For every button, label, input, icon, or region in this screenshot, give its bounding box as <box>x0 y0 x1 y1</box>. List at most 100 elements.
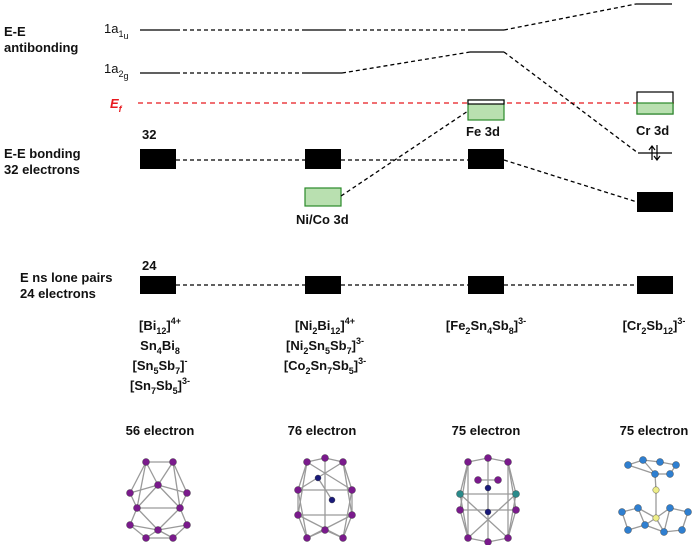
bond <box>145 461 159 486</box>
cluster-structure-cr2sb12 <box>618 456 692 536</box>
cluster-structure-ni2bi12 <box>294 454 356 542</box>
atom <box>142 458 150 466</box>
atom <box>154 526 162 534</box>
bond <box>297 514 308 539</box>
atom <box>618 508 626 516</box>
atom <box>464 534 472 542</box>
formula: [Cr2Sb12]3- <box>623 316 686 336</box>
antibonding-label-line2: antibonding <box>4 40 78 55</box>
formula: [Ni2Bi12]4+ <box>295 316 355 336</box>
bonding-count: 32 <box>142 127 156 142</box>
bond <box>172 461 181 509</box>
bond <box>663 507 671 533</box>
bond <box>459 493 469 539</box>
atom <box>169 534 177 542</box>
atom <box>339 534 347 542</box>
atom <box>494 476 502 484</box>
atom <box>504 534 512 542</box>
bond <box>342 489 353 539</box>
bond <box>317 477 333 501</box>
antibonding-label-line1: E-E <box>4 24 26 39</box>
bond <box>136 461 147 509</box>
atom <box>672 461 680 469</box>
atom <box>684 508 692 516</box>
atom <box>328 496 336 504</box>
atom <box>456 506 464 514</box>
formula-column-2: [Ni2Bi12]4+ [Ni2Sn5Sb7]3- [Co2Sn7Sb5]3- … <box>284 316 366 438</box>
bond <box>459 493 509 539</box>
atom <box>512 490 520 498</box>
cluster-structure-fe2sn4sb8 <box>456 454 520 545</box>
bond <box>342 514 353 539</box>
atom <box>154 481 162 489</box>
formula: Sn4Bi8 <box>140 338 180 356</box>
atom <box>321 526 329 534</box>
bond <box>507 493 517 539</box>
fe-3d-label: Fe 3d <box>466 124 500 139</box>
atom <box>641 521 649 529</box>
atom <box>666 504 674 512</box>
bond <box>467 493 517 539</box>
electron-count: 76 electron <box>288 423 357 438</box>
bond <box>136 484 159 509</box>
level-1a1u <box>140 3 672 31</box>
atom <box>126 489 134 497</box>
bond <box>297 461 308 516</box>
atom <box>666 470 674 478</box>
atom <box>176 504 184 512</box>
formula-column-4: [Cr2Sb12]3- 75 electron <box>620 316 689 438</box>
atom <box>294 486 302 494</box>
cr-3d-label: Cr 3d <box>636 123 669 138</box>
atom <box>484 454 492 462</box>
atom <box>639 456 647 464</box>
atom <box>634 504 642 512</box>
bond <box>342 461 353 516</box>
atom <box>464 458 472 466</box>
bond <box>136 507 159 531</box>
bond <box>297 514 344 539</box>
atom <box>484 484 492 492</box>
atom <box>484 508 492 516</box>
atom <box>624 461 632 469</box>
cluster-structure-bi12 <box>126 458 191 542</box>
atom <box>456 490 464 498</box>
bond <box>157 507 181 531</box>
bonding-level <box>140 149 673 212</box>
atom <box>303 534 311 542</box>
atom <box>504 458 512 466</box>
lonepair-count: 24 <box>142 258 157 273</box>
bond <box>459 509 469 539</box>
atom <box>652 486 660 494</box>
atom <box>678 526 686 534</box>
bond <box>306 514 353 539</box>
formula-column-3: [Fe2Sn4Sb8]3- 75 electron <box>446 316 526 438</box>
bond <box>129 524 159 531</box>
electron-count: 75 electron <box>620 423 689 438</box>
atom <box>652 514 660 522</box>
formula: [Ni2Sn5Sb7]3- <box>286 336 364 356</box>
bond <box>297 461 308 491</box>
formula: [Bi12]4+ <box>139 316 181 336</box>
atom <box>656 458 664 466</box>
atom <box>512 506 520 514</box>
atom <box>348 511 356 519</box>
bond <box>157 461 174 486</box>
atom <box>142 534 150 542</box>
bond <box>129 461 147 494</box>
lonepair-label-line2: 24 electrons <box>20 286 96 301</box>
formula: [Fe2Sn4Sb8]3- <box>446 316 526 336</box>
bond <box>342 461 353 491</box>
nico-3d-orbital <box>304 110 469 207</box>
atom <box>183 521 191 529</box>
bond <box>306 461 353 491</box>
atom <box>474 476 482 484</box>
atom <box>651 470 659 478</box>
atom <box>624 526 632 534</box>
formula-column-1: [Bi12]4+ Sn4Bi8 [Sn5Sb7]- [Sn7Sb5]3- 56 … <box>126 316 195 438</box>
bond <box>297 461 344 491</box>
atom <box>484 538 492 545</box>
lonepair-label-line1: E ns lone pairs <box>20 270 112 285</box>
electron-count: 56 electron <box>126 423 195 438</box>
